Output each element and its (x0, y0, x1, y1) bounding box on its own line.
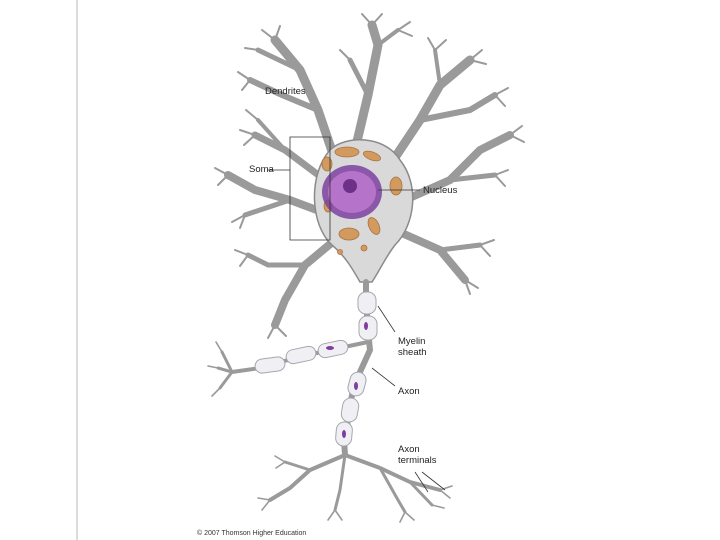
label-axon-terminals: Axon terminals (398, 444, 437, 466)
nucleus (322, 165, 382, 219)
page-left-rule (76, 0, 78, 540)
label-nucleus: Nucleus (423, 185, 458, 196)
schwann-nuclei (326, 322, 368, 438)
label-axon: Axon (398, 386, 420, 397)
label-soma: Soma (249, 164, 274, 175)
axon-leader (371, 367, 396, 387)
organelles (321, 146, 403, 255)
myelin-leader (377, 305, 396, 333)
dendrites (224, 20, 514, 329)
label-myelin-sheath: Myelin sheath (398, 336, 427, 358)
leader-lines (268, 136, 446, 493)
dendrite-twigs (214, 13, 525, 339)
terminal-twigs (207, 341, 453, 523)
terminals-leader (414, 471, 446, 493)
axon-terminals (216, 350, 442, 514)
label-dendrites: Dendrites (265, 86, 306, 97)
soma-bracket (289, 136, 331, 241)
nucleolus (343, 179, 357, 193)
copyright-notice: © 2007 Thomson Higher Education (197, 530, 307, 537)
myelin-sheath (254, 291, 378, 447)
